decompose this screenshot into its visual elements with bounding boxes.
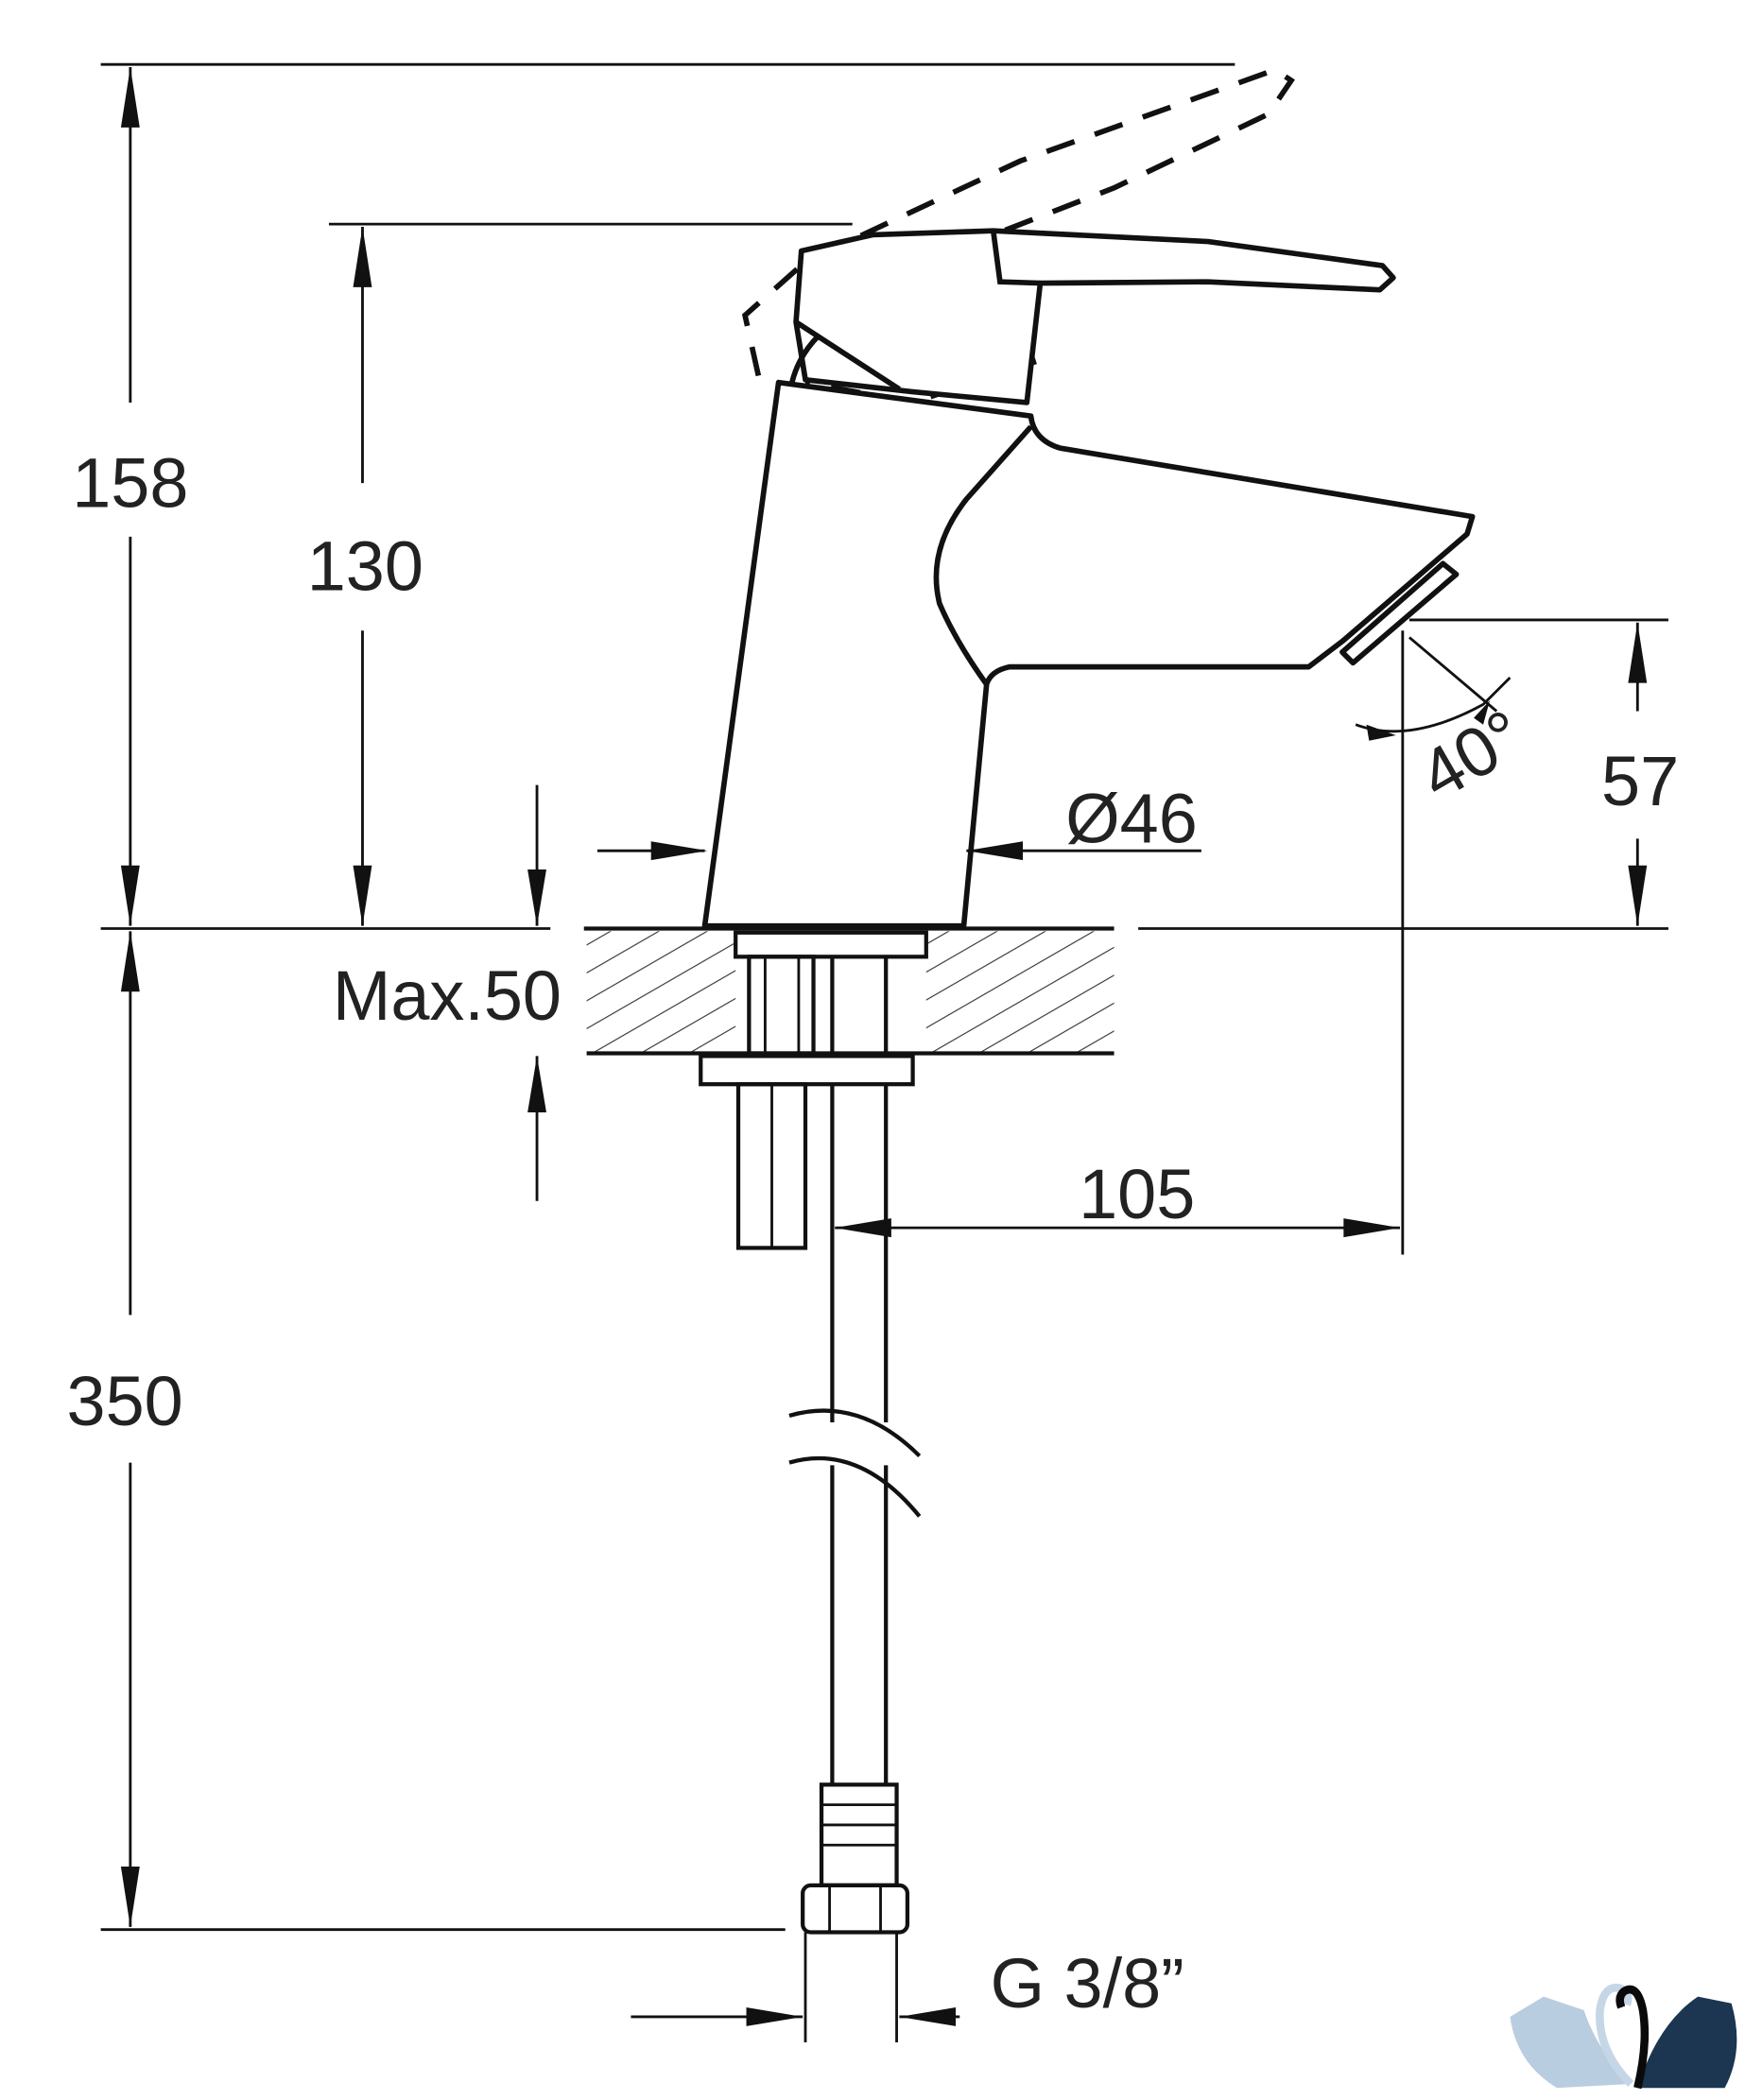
- dim-130-label: 130: [307, 527, 423, 606]
- dim-350-label: 350: [67, 1362, 183, 1440]
- dimension-overall-height: 158: [72, 66, 188, 926]
- dim-105-label: 105: [1079, 1155, 1195, 1233]
- dimension-spout-reach: 105: [835, 1155, 1400, 1238]
- dimension-spout-height: 57: [1601, 622, 1679, 926]
- reference-lines: [100, 62, 1668, 1932]
- dim-max50-label: Max.50: [333, 956, 562, 1035]
- dim-diameter-label: Ø46: [1065, 780, 1198, 858]
- faucet-body: [701, 228, 1476, 929]
- mounting-hardware: [699, 930, 928, 1250]
- countertop-section: [583, 926, 1114, 1056]
- dim-40deg-label: 40°: [1407, 695, 1537, 816]
- flexible-hose: [788, 1084, 922, 1935]
- dimension-hose-length: 350: [67, 931, 183, 1927]
- swan-logo: [1510, 1984, 1737, 2090]
- dim-57-label: 57: [1601, 742, 1679, 820]
- dim-158-label: 158: [72, 444, 188, 523]
- dim-g38-label: G 3/8”: [991, 1944, 1184, 2023]
- dimension-spout-angle: 40°: [1355, 636, 1537, 816]
- dimension-connection-thread: G 3/8”: [631, 1932, 1184, 2042]
- dimension-max-counter-thickness: Max.50: [333, 784, 562, 1201]
- dimension-body-diameter: Ø46: [596, 780, 1201, 861]
- lever-raised-outline: [741, 66, 1295, 405]
- dimension-body-height: 130: [307, 226, 423, 926]
